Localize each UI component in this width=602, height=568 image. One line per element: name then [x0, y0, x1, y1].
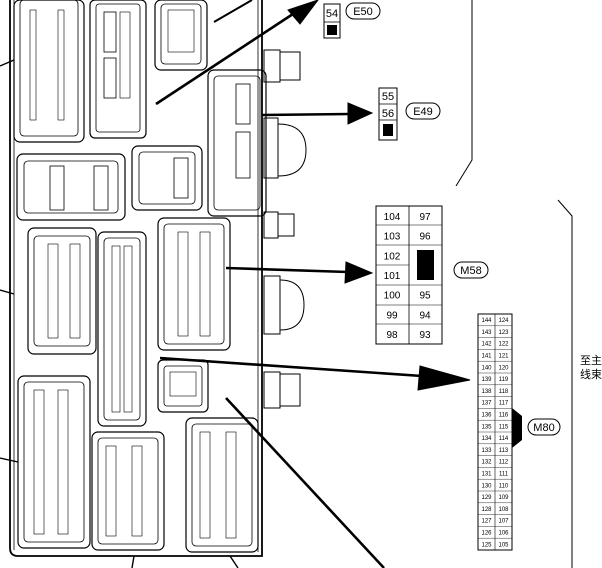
pin-label: 115 — [499, 424, 509, 430]
pin-label: 117 — [499, 401, 509, 407]
pin-label: 143 — [481, 330, 492, 336]
pointer-arrows — [0, 0, 471, 568]
pin-label: 106 — [498, 531, 509, 537]
connector-e49-housing — [207, 69, 267, 217]
pin-label: 103 — [384, 232, 401, 243]
pin-label: 93 — [419, 330, 431, 341]
pin-label: 100 — [384, 291, 401, 302]
pin-label: 105 — [498, 542, 509, 548]
connector-block-top-left — [13, 0, 85, 143]
pin-label: 107 — [498, 519, 509, 525]
connector-m80-housing — [157, 359, 209, 413]
pin-label: 131 — [481, 472, 492, 478]
pin-label: 127 — [481, 519, 492, 525]
pin-label: 104 — [384, 212, 401, 223]
panel-frame-lines — [455, 0, 573, 568]
pin-label: 55 — [382, 91, 394, 103]
connector-m80: 144 124 143 123 142 122 141 121 140 120 139 119 138 1… — [477, 313, 561, 551]
pin-label: 130 — [481, 483, 492, 489]
harness-label: 至主 线束 — [580, 354, 602, 381]
pin-label: 137 — [481, 401, 492, 407]
pin-label: 110 — [499, 483, 509, 489]
pin-label: 99 — [386, 310, 398, 321]
pin-label: 111 — [499, 472, 509, 478]
pin-label: 136 — [481, 413, 492, 419]
m80-row-lines — [478, 325, 512, 539]
block-mounting-clips — [263, 49, 307, 409]
pin-label: 134 — [481, 436, 492, 442]
pin-label: 113 — [499, 448, 509, 454]
pin-label: 96 — [419, 232, 431, 243]
connector-m58: 104 97 103 96 102 101 100 95 99 94 98 93 M58 — [375, 205, 489, 345]
pin-label: 114 — [499, 436, 509, 442]
pin-label: 142 — [481, 342, 492, 348]
connector-block-left-large — [27, 227, 97, 355]
connector-e50: 54 E50 — [323, 2, 381, 39]
connector-block-mid-small — [131, 145, 203, 211]
m58-pin-labels: 104 97 103 96 102 101 100 95 99 94 98 93 — [384, 212, 431, 341]
connector-label-e49: E49 — [413, 106, 433, 118]
pin-label: 94 — [419, 310, 431, 321]
pin-label: 119 — [499, 377, 509, 383]
pin-label: 112 — [499, 460, 509, 466]
pin-label: 101 — [384, 271, 401, 282]
pin-label: 109 — [498, 495, 509, 501]
pin-label: 135 — [481, 424, 492, 430]
pin-label: 121 — [498, 354, 509, 360]
pin-label: 129 — [481, 495, 492, 501]
connector-block-top-small — [154, 0, 208, 71]
pin-label: 141 — [481, 354, 492, 360]
connector-label-m58: M58 — [460, 265, 481, 277]
pin-label: 102 — [384, 251, 401, 262]
connector-label-m80: M80 — [533, 422, 554, 434]
connector-block-top-center — [89, 0, 147, 139]
m80-pin-labels: 144 124 143 123 142 122 141 121 140 120 139 119 138 1… — [481, 318, 509, 548]
pin-label: 125 — [481, 542, 492, 548]
pin-label: 123 — [498, 330, 509, 336]
pin-label: 132 — [481, 460, 492, 466]
pin-label: 116 — [499, 413, 509, 419]
pin-label: 98 — [386, 330, 398, 341]
pin-label: 128 — [481, 507, 492, 513]
connector-label-e50: E50 — [353, 6, 373, 18]
pin-label: 124 — [498, 318, 509, 324]
pin-label: 54 — [326, 8, 338, 20]
harness-label-line2: 线束 — [580, 367, 602, 381]
pin-label: 56 — [382, 108, 394, 120]
connector-block-center-tall — [97, 231, 147, 427]
pin-label: 122 — [498, 342, 509, 348]
pin-label: 139 — [481, 377, 492, 383]
connector-block-bottom-left — [17, 375, 91, 549]
pin-label: 144 — [481, 318, 492, 324]
pin-label: 108 — [498, 507, 509, 513]
pin-label: 126 — [481, 531, 492, 537]
connector-block-bottom-right — [185, 417, 259, 553]
harness-label-line1: 至主 — [580, 354, 602, 367]
pin-label: 118 — [499, 389, 509, 395]
pin-label: 133 — [481, 448, 492, 454]
pin-label: 140 — [481, 365, 492, 371]
connector-e49: 55 56 E49 — [378, 87, 441, 141]
connector-m58-housing — [157, 217, 231, 351]
pin-label: 97 — [419, 212, 431, 223]
pin-label: 120 — [498, 365, 509, 371]
pin-label: 95 — [419, 291, 431, 302]
pin-label: 138 — [481, 389, 492, 395]
connector-block-bottom-center — [91, 431, 165, 551]
connector-block-mid-left — [16, 153, 126, 221]
